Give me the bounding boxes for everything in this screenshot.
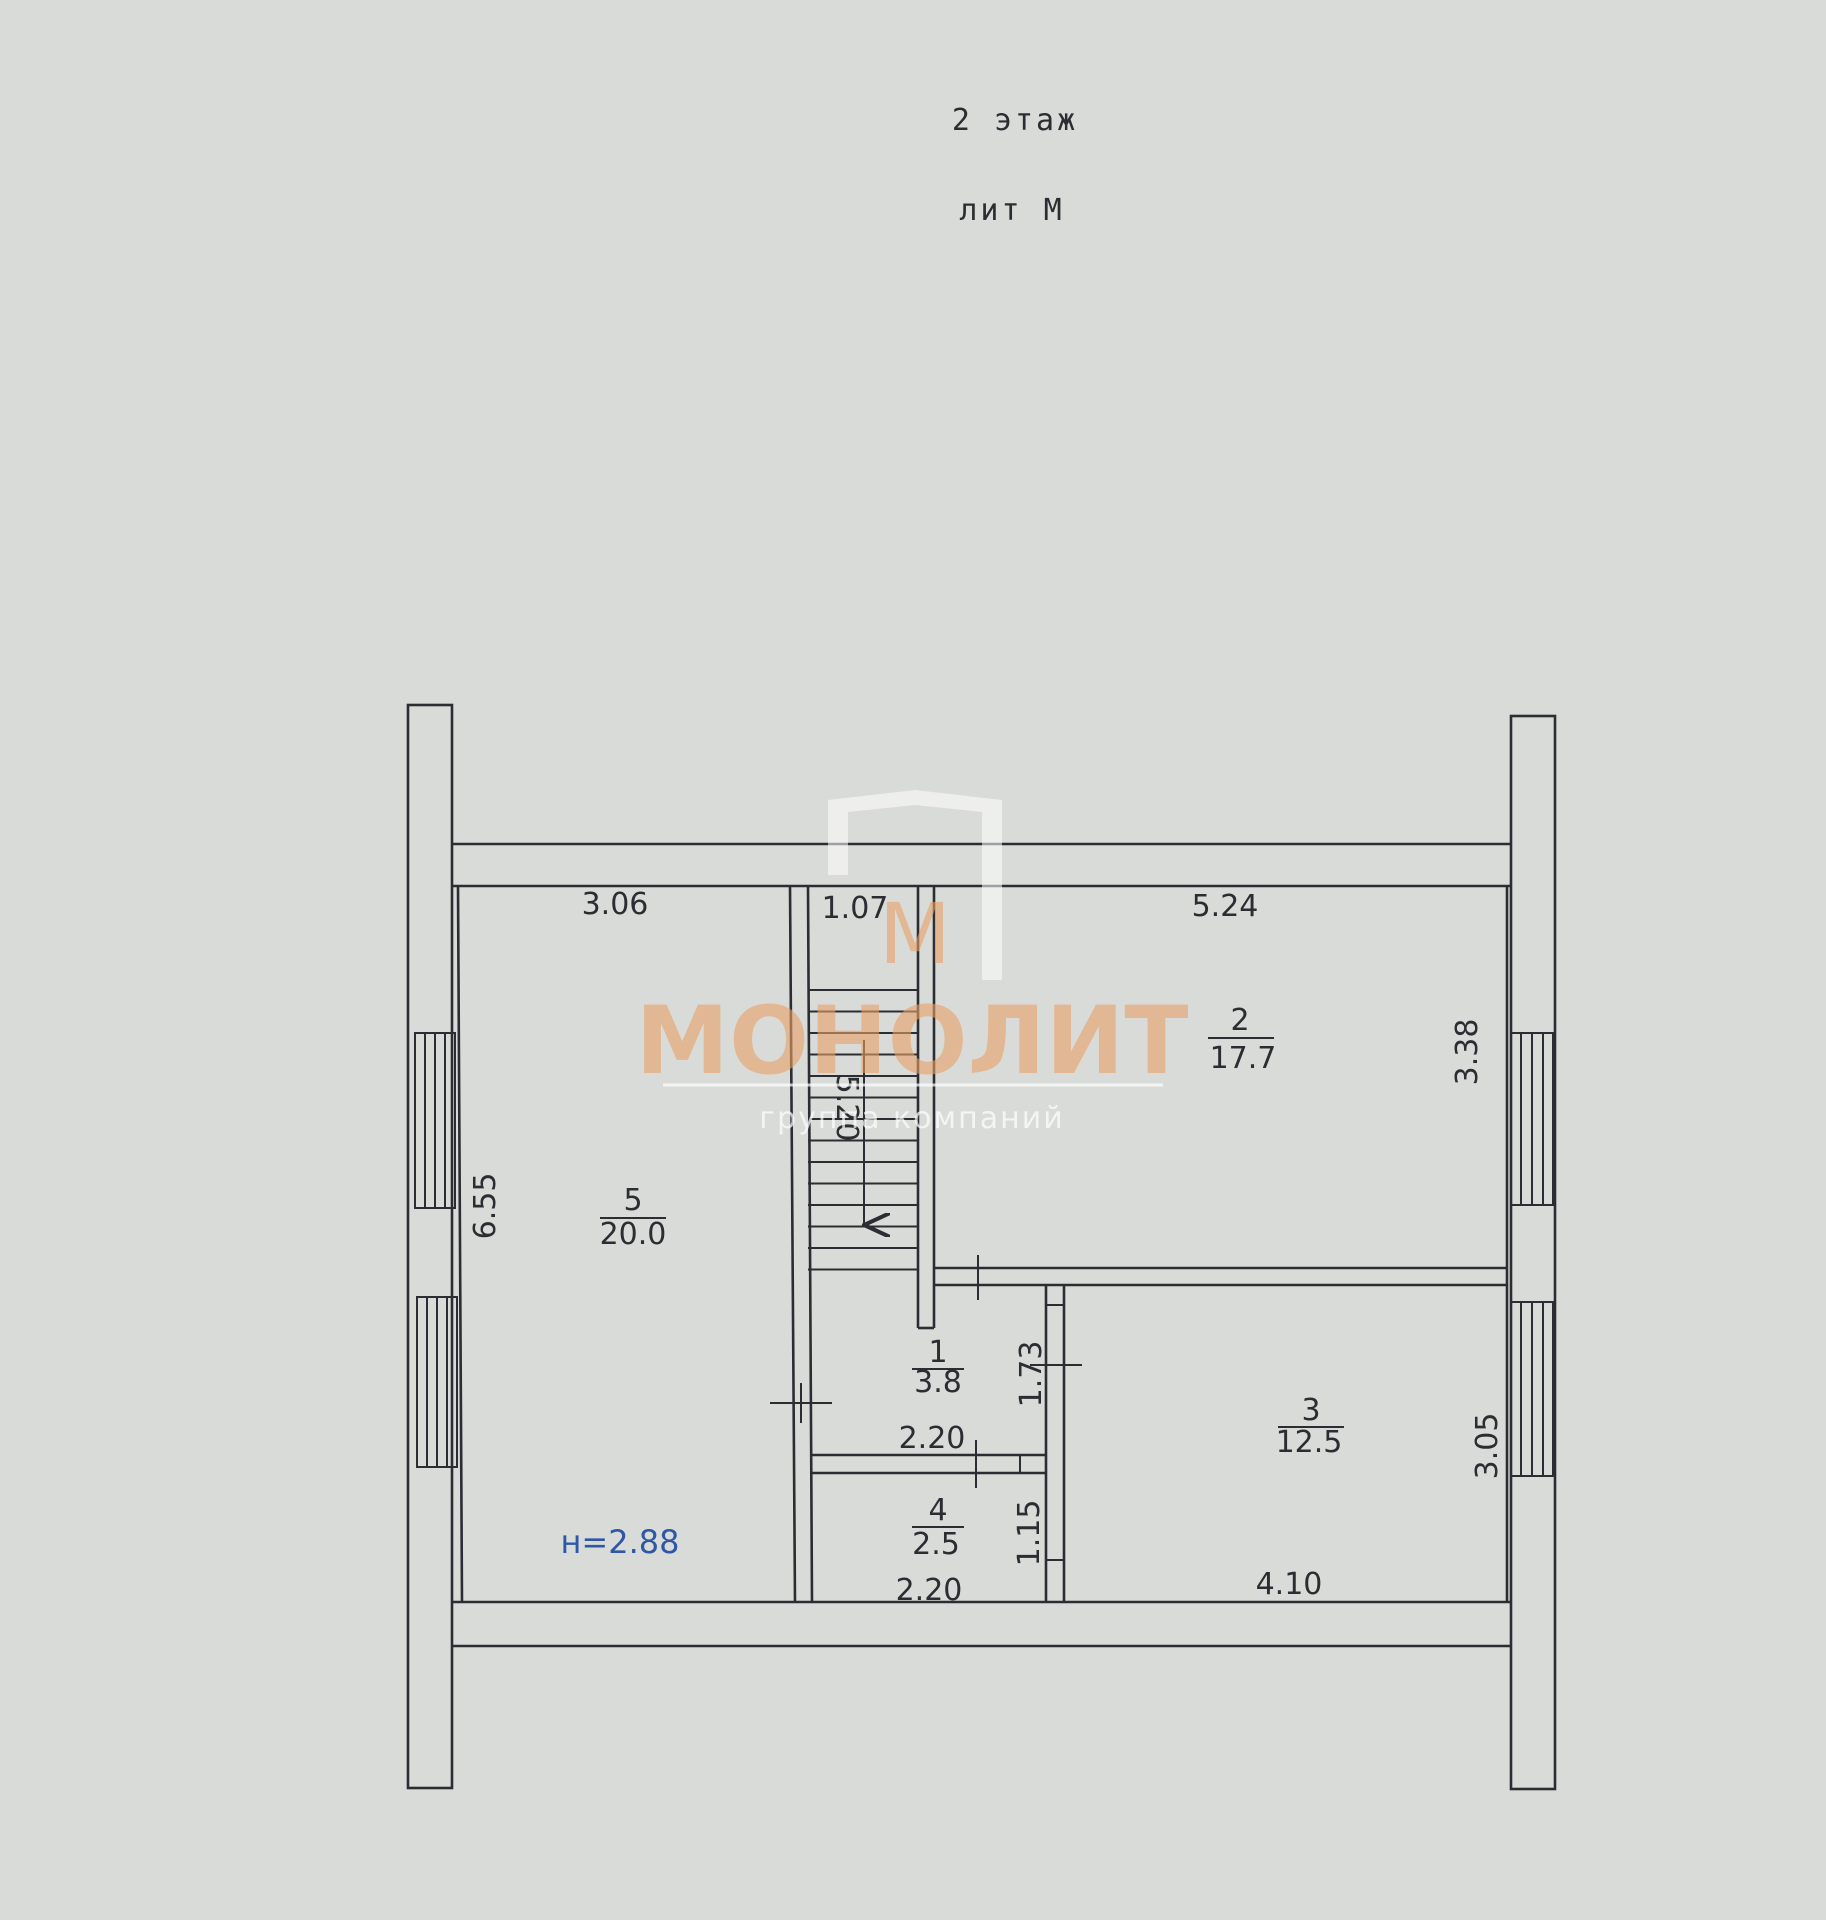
dim-room4-height: 1.15 [1012,1500,1047,1567]
watermark-brand: МОНОЛИТ [636,987,1189,1096]
dim-room5-height: 6.55 [468,1173,503,1240]
dim-room2-height: 3.38 [1450,1019,1485,1086]
svg-text:17.7: 17.7 [1210,1041,1277,1076]
svg-text:20.0: 20.0 [600,1217,667,1252]
dim-stair-width: 1.07 [822,891,889,926]
svg-text:2.5: 2.5 [912,1527,960,1562]
svg-text:12.5: 12.5 [1276,1425,1343,1460]
watermark-tagline: группа компаний [759,1101,1064,1136]
svg-text:3: 3 [1301,1393,1320,1428]
room-2-label: 2 17.7 [1208,1003,1276,1076]
ceiling-height-note: н=2.88 [561,1523,680,1561]
svg-text:3.8: 3.8 [914,1365,962,1400]
window-left-lower [416,1296,458,1468]
svg-text:М: М [879,885,951,983]
interior-walls [770,885,1507,1603]
svg-text:5: 5 [623,1183,642,1218]
dim-room3-height: 3.05 [1470,1413,1505,1480]
dim-room4-width: 2.20 [896,1573,963,1608]
room-1-label: 1 3.8 [912,1335,964,1400]
svg-text:4: 4 [928,1493,947,1528]
dim-room2-width: 5.24 [1192,889,1259,924]
room-3-label: 3 12.5 [1276,1393,1344,1460]
building-letter: лит М [959,193,1064,228]
room-5-label: 5 20.0 [600,1183,667,1252]
svg-text:1: 1 [928,1335,947,1370]
window-left-upper [414,1032,456,1209]
dim-room3-width: 4.10 [1256,1567,1323,1602]
floor-title: 2 этаж [952,103,1078,138]
window-right-lower [1510,1301,1554,1477]
dim-room1-height: 1.73 [1014,1341,1049,1408]
dim-room1-width: 2.20 [899,1421,966,1456]
svg-text:2: 2 [1230,1003,1249,1038]
window-right-upper [1510,1032,1554,1206]
watermark-logo-icon: М [828,790,1002,983]
watermark: М МОНОЛИТ группа компаний [636,790,1189,1136]
room-4-label: 4 2.5 [912,1493,964,1562]
exterior-walls [406,703,1557,1791]
dim-room5-width: 3.06 [582,887,649,922]
